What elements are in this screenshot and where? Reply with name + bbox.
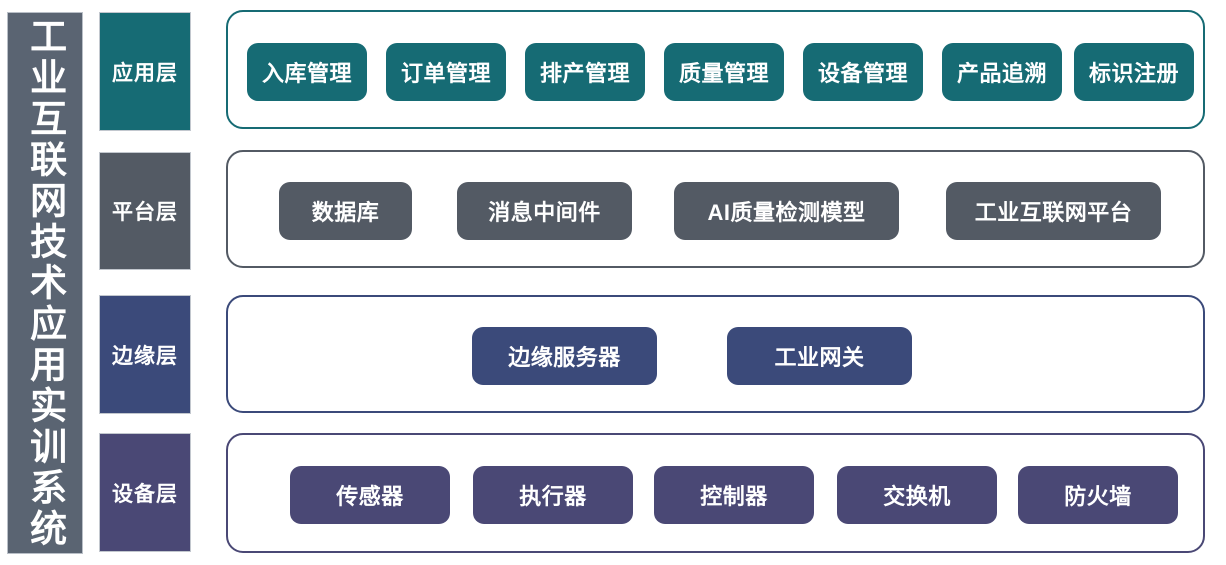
layer-platform-item-label: 消息中间件 (488, 200, 601, 225)
layer-device-item-label: 交换机 (883, 484, 951, 509)
layer-platform-item[interactable]: 消息中间件 (457, 182, 632, 240)
layer-row-edge: 边缘服务器 工业网关 (226, 295, 1205, 413)
layer-application-item[interactable]: 标识注册 (1074, 42, 1194, 101)
layer-row-platform: 数据库 消息中间件 AI质量检测模型 工业互联网平台 (226, 150, 1205, 268)
layer-application-item[interactable]: 质量管理 (664, 42, 784, 101)
layer-edge-item[interactable]: 边缘服务器 (472, 327, 657, 385)
layer-row-device: 传感器 执行器 控制器 交换机 防火墙 (226, 433, 1205, 553)
layer-device-item[interactable]: 控制器 (654, 466, 814, 524)
layer-platform-item[interactable]: 工业互联网平台 (946, 182, 1161, 240)
layer-application-item-label: 设备管理 (817, 60, 908, 86)
layer-device-item[interactable]: 传感器 (290, 466, 450, 524)
layer-application-item[interactable]: 产品追溯 (942, 42, 1062, 101)
layer-application-item[interactable]: 订单管理 (386, 42, 506, 101)
layer-tile-device[interactable]: 设备层 (100, 434, 190, 551)
layer-device-item-label: 防火墙 (1064, 484, 1132, 509)
layer-edge-item[interactable]: 工业网关 (727, 327, 912, 385)
layer-platform-item[interactable]: AI质量检测模型 (674, 182, 899, 240)
layer-platform-item-label: AI质量检测模型 (707, 200, 866, 225)
layer-edge-item-label: 工业网关 (774, 345, 865, 370)
layer-tile-label-platform: 平台层 (112, 201, 178, 224)
layer-device-item[interactable]: 防火墙 (1018, 466, 1178, 524)
layer-device-item[interactable]: 交换机 (837, 466, 997, 524)
system-title-sidebar: 工业互联网技术应用实训系统 (8, 13, 82, 553)
layer-tile-application[interactable]: 应用层 (100, 13, 190, 130)
layer-application-item-label: 质量管理 (678, 60, 769, 86)
layer-tile-edge[interactable]: 边缘层 (100, 296, 190, 413)
layer-application-item-label: 标识注册 (1088, 60, 1179, 86)
layer-tile-label-device: 设备层 (112, 482, 178, 506)
layer-platform-item-label: 工业互联网平台 (974, 200, 1133, 225)
layer-row-application: 入库管理 订单管理 排产管理 质量管理 设备管理 产品追溯 标识注册 (226, 10, 1205, 129)
layer-platform-item[interactable]: 数据库 (279, 182, 412, 240)
layer-edge-item-label: 边缘服务器 (508, 345, 621, 370)
layer-device-item-label: 执行器 (519, 484, 587, 509)
layer-platform-item-label: 数据库 (311, 200, 380, 225)
layer-application-item-label: 订单管理 (400, 60, 491, 86)
system-title-text: 工业互联网技术应用实训系统 (24, 16, 66, 550)
layer-tile-label-application: 应用层 (112, 61, 178, 85)
layer-application-item-label: 入库管理 (261, 60, 352, 86)
layer-device-item-label: 传感器 (336, 484, 404, 509)
layer-application-item[interactable]: 设备管理 (803, 42, 923, 101)
layer-device-item[interactable]: 执行器 (473, 466, 633, 524)
layer-device-item-label: 控制器 (700, 484, 768, 509)
layer-application-item[interactable]: 入库管理 (247, 42, 367, 101)
layer-application-item-label: 产品追溯 (956, 60, 1047, 86)
layer-application-item-label: 排产管理 (539, 60, 630, 86)
layer-application-item[interactable]: 排产管理 (525, 42, 645, 101)
layer-tile-label-edge: 边缘层 (112, 344, 178, 368)
layer-tile-platform[interactable]: 平台层 (100, 153, 190, 269)
